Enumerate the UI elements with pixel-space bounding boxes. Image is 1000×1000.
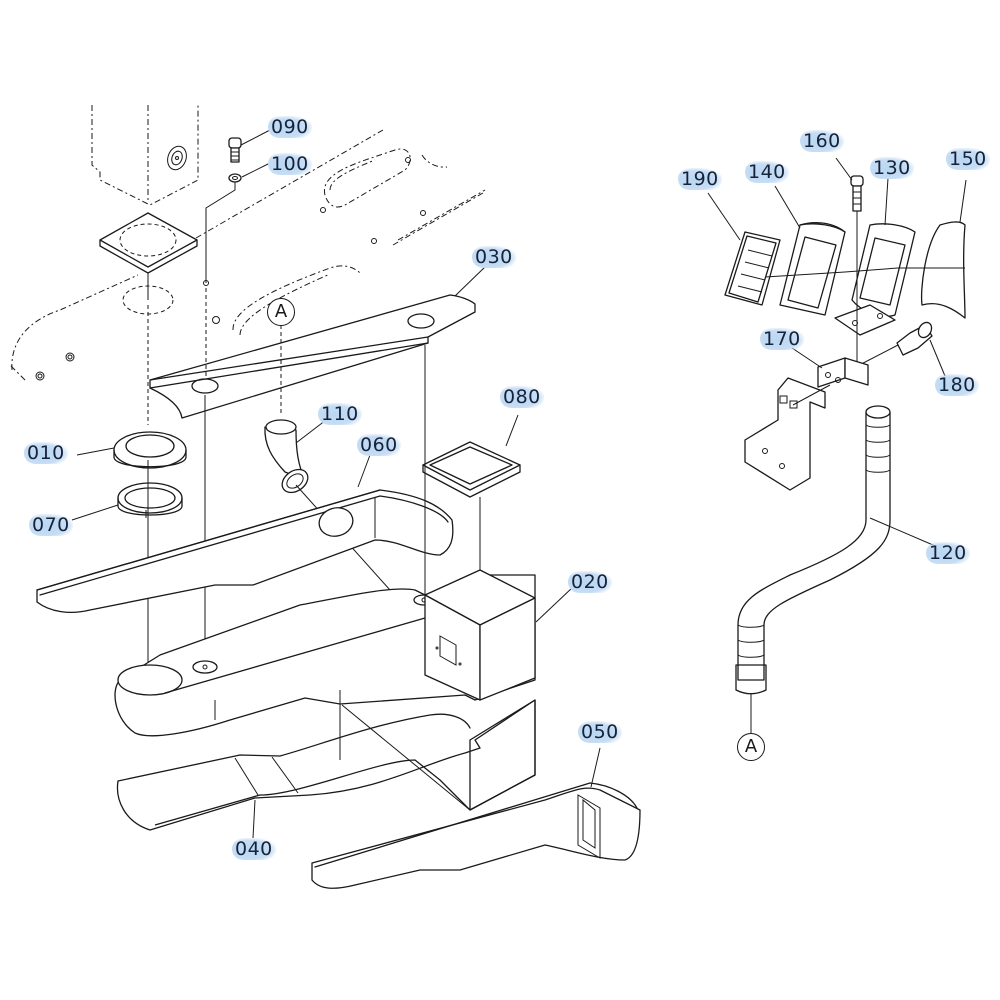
part-030-plate <box>149 294 476 419</box>
callout-140[interactable]: 140 <box>745 161 789 183</box>
callout-180[interactable]: 180 <box>935 374 979 396</box>
part-130-housing <box>834 223 916 336</box>
callout-160[interactable]: 160 <box>800 130 844 152</box>
callout-020[interactable]: 020 <box>568 571 612 593</box>
mount-bracket <box>744 377 826 491</box>
callout-100[interactable]: 100 <box>268 153 312 175</box>
part-110-elbow <box>264 419 309 494</box>
callout-150[interactable]: 150 <box>946 148 990 170</box>
drain-port-icon <box>167 145 187 171</box>
callout-120[interactable]: 120 <box>926 542 970 564</box>
callout-090[interactable]: 090 <box>268 116 312 138</box>
part-170-bracket <box>817 357 869 388</box>
leader-lines <box>71 129 967 839</box>
machine-body-outline <box>9 105 486 381</box>
callout-050[interactable]: 050 <box>578 721 622 743</box>
part-040-plate <box>116 699 536 831</box>
part-190-switch-panel <box>724 231 781 306</box>
callout-010[interactable]: 010 <box>24 442 68 464</box>
part-020-box <box>424 569 536 701</box>
callout-130[interactable]: 130 <box>870 157 914 179</box>
mount-plate <box>99 212 198 274</box>
part-080-gasket <box>422 441 521 498</box>
callout-070[interactable]: 070 <box>29 514 73 536</box>
callout-080[interactable]: 080 <box>500 386 544 408</box>
part-010-ring <box>113 431 187 469</box>
part-100-washer <box>228 173 242 183</box>
part-050-plate <box>311 782 641 889</box>
callout-110[interactable]: 110 <box>318 403 362 425</box>
part-160-bolt <box>850 175 864 212</box>
part-060-duct <box>36 489 454 613</box>
callout-030[interactable]: 030 <box>472 246 516 268</box>
part-120-hose <box>735 405 891 695</box>
part-140-cover-frame <box>779 222 846 316</box>
callout-170[interactable]: 170 <box>760 328 804 350</box>
part-180-fitting <box>896 321 933 356</box>
callout-040[interactable]: 040 <box>232 838 276 860</box>
part-150-side-cover <box>920 221 966 319</box>
callout-190[interactable]: 190 <box>678 168 722 190</box>
callout-060[interactable]: 060 <box>357 434 401 456</box>
part-090-bolt <box>228 137 242 163</box>
part-070-ring <box>117 482 183 518</box>
reference-marker-a-bottom: A <box>737 733 765 761</box>
reference-marker-a-top: A <box>267 298 295 326</box>
